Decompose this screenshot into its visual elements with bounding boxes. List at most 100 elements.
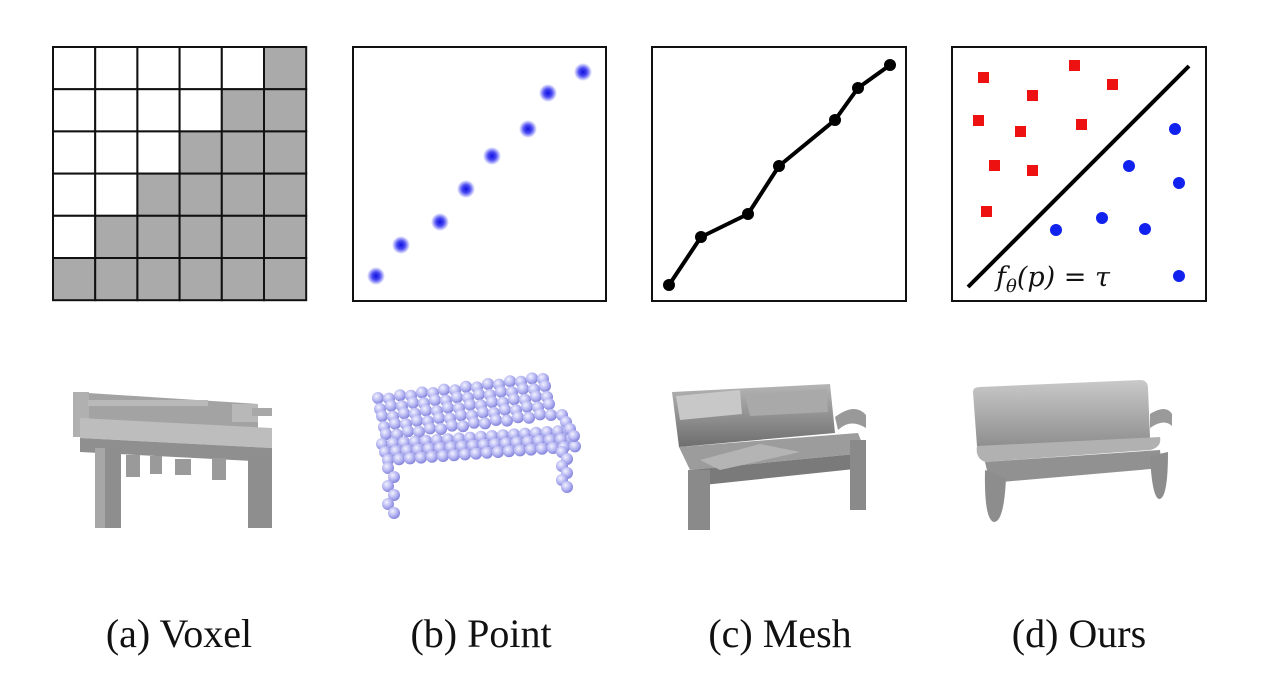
voxel-cell-filled <box>136 257 181 302</box>
voxel-cell-empty <box>94 46 139 91</box>
outside-circle-marker <box>1173 270 1185 282</box>
sample-point <box>539 84 557 102</box>
outside-circle-marker <box>1096 212 1108 224</box>
voxel-cell-empty <box>52 214 97 260</box>
point-sphere <box>372 392 384 404</box>
mesh-bench-render <box>672 384 866 530</box>
point-sphere <box>394 389 406 402</box>
point-sphere <box>415 451 427 464</box>
point-sphere <box>521 400 533 413</box>
voxel-cell-filled <box>136 172 181 217</box>
point-sphere <box>501 414 513 427</box>
mesh-vertex <box>773 160 785 172</box>
point-sphere <box>526 372 538 385</box>
point-sphere <box>393 453 405 466</box>
point-sphere <box>477 406 489 419</box>
voxel-bench-render <box>73 392 272 528</box>
voxel-cell-filled <box>263 214 308 260</box>
point-sphere <box>402 425 414 438</box>
point-sphere <box>437 450 449 462</box>
point-sphere <box>499 403 511 416</box>
point-sphere <box>388 507 400 519</box>
mesh-vertex <box>663 279 675 291</box>
voxel-cell-filled <box>263 257 308 302</box>
point-sphere <box>426 450 438 463</box>
ours-panel: fθ(p) = τ <box>951 46 1207 302</box>
point-sphere <box>388 471 400 483</box>
point-sphere <box>407 396 419 409</box>
voxel-cell-filled <box>220 172 266 217</box>
point-sphere <box>486 396 498 408</box>
mesh-vertex <box>742 208 754 220</box>
point-sphere <box>420 404 432 417</box>
inside-square-marker <box>989 160 1000 171</box>
voxel-cell-empty <box>178 88 223 133</box>
mesh-vertices <box>663 59 896 291</box>
point-sphere <box>492 446 504 458</box>
inside-square-marker <box>978 72 989 83</box>
point-sphere <box>561 481 573 493</box>
point-sphere <box>543 398 555 410</box>
equation-rest: (p) = τ <box>1017 262 1111 293</box>
point-sphere <box>416 386 428 399</box>
point-sphere <box>455 409 467 422</box>
point-sphere <box>495 385 507 398</box>
caption-mesh: (c) Mesh <box>708 611 852 656</box>
sample-point <box>483 147 501 165</box>
mesh-vertex <box>852 82 864 94</box>
mesh-vertex <box>829 114 841 126</box>
point-sphere <box>448 449 460 462</box>
voxel-cell-empty <box>220 46 266 91</box>
point-sphere <box>429 394 441 406</box>
point-sphere <box>470 447 482 460</box>
point-sphere <box>464 398 476 411</box>
point-sphere <box>569 440 581 453</box>
point-sphere <box>424 422 436 435</box>
point-sphere <box>503 445 515 458</box>
point-panel <box>352 46 607 302</box>
sample-point <box>367 267 385 285</box>
point-sphere <box>404 452 416 465</box>
equation-theta: θ <box>1006 276 1017 297</box>
point-sphere <box>460 380 472 393</box>
mesh-vertex <box>695 231 707 243</box>
point-sphere <box>530 390 542 403</box>
point-sphere <box>481 446 493 459</box>
caption-point: (b) Point <box>410 611 552 656</box>
point-sphere <box>508 393 520 406</box>
point-sphere <box>517 382 529 395</box>
voxel-cell-filled <box>263 88 308 133</box>
inside-square-marker <box>1069 60 1080 71</box>
point-sphere <box>411 414 423 427</box>
point-sphere <box>539 380 551 392</box>
point-sphere <box>545 409 557 421</box>
voxel-cell-empty <box>52 172 97 217</box>
point-sphere <box>459 448 471 461</box>
voxel-cell-empty <box>178 46 223 91</box>
voxel-cell-filled <box>263 46 308 91</box>
voxel-cell-filled <box>220 214 266 260</box>
point-sphere <box>388 489 400 501</box>
point-sphere <box>438 383 450 396</box>
point-sphere <box>525 443 537 456</box>
voxel-cell-filled <box>263 172 308 217</box>
voxel-cell-filled <box>178 257 223 302</box>
decision-boundary <box>966 64 1191 289</box>
sample-point <box>431 213 449 231</box>
point-sphere <box>523 411 535 424</box>
point-sphere <box>534 408 546 421</box>
voxel-cell-filled <box>136 214 181 260</box>
caption-ours: (d) Ours <box>1011 611 1147 656</box>
voxel-cell-empty <box>136 46 181 91</box>
point-sphere <box>385 399 397 412</box>
mesh-vertex <box>884 59 896 71</box>
inside-square-marker <box>973 115 984 126</box>
point-sphere <box>547 442 559 454</box>
point-sphere <box>389 417 401 430</box>
inside-square-marker <box>981 206 992 217</box>
point-sphere <box>479 417 491 430</box>
voxel-cell-empty <box>136 130 181 175</box>
outside-circle-marker <box>1173 177 1185 189</box>
voxel-cell-empty <box>94 88 139 133</box>
